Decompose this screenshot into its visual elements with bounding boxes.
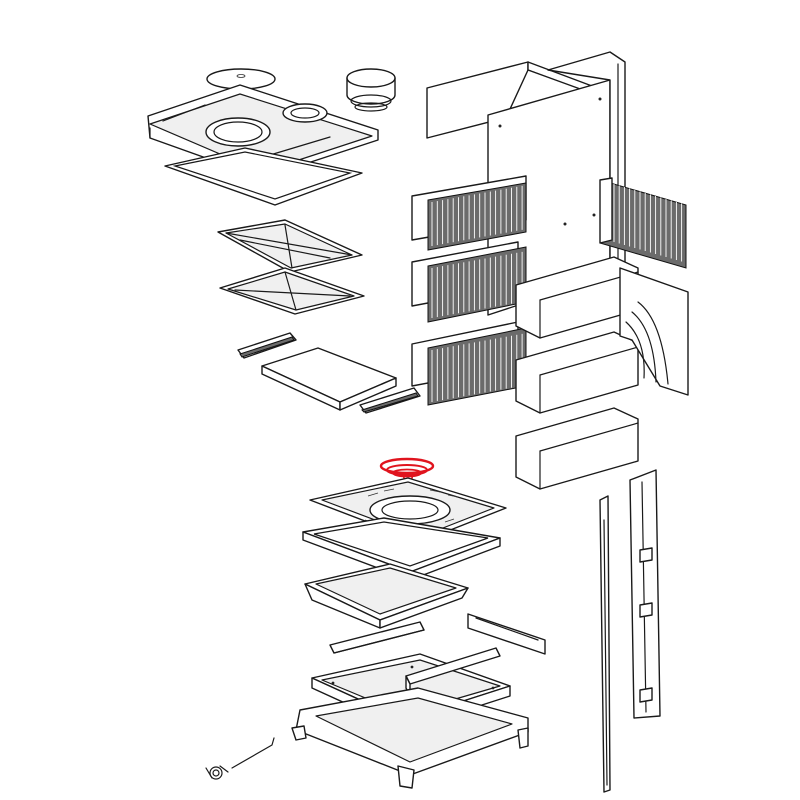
part-flue-collar[interactable] (346, 68, 396, 112)
part-rail-right[interactable] (467, 613, 546, 655)
part-rail-left[interactable] (329, 621, 425, 654)
part-insulation-board[interactable] (261, 347, 397, 411)
part-left-fin-plate-1[interactable] (411, 175, 527, 251)
part-left-fin-plate-3[interactable] (411, 321, 527, 406)
part-side-liner-middle[interactable] (515, 331, 639, 414)
part-left-fin-plate-2[interactable] (411, 241, 527, 323)
part-baffle-frame-upper[interactable] (217, 219, 363, 273)
part-shaker-handle[interactable] (205, 737, 275, 780)
part-bracket-right[interactable] (359, 387, 421, 414)
part-right-fin-plate[interactable] (599, 177, 687, 269)
part-baffle-frame-lower[interactable] (219, 267, 365, 315)
part-side-rail-long[interactable] (599, 495, 611, 793)
part-bracket-left[interactable] (237, 332, 297, 359)
part-top-gasket[interactable] (164, 147, 363, 206)
part-ash-pan[interactable] (304, 563, 469, 629)
part-side-rail-channel[interactable] (629, 469, 661, 719)
part-side-liner-lower[interactable] (515, 407, 639, 490)
part-side-panel-right[interactable] (619, 267, 689, 396)
part-base-stand[interactable] (291, 687, 529, 789)
part-grate-plate[interactable] (309, 477, 507, 543)
